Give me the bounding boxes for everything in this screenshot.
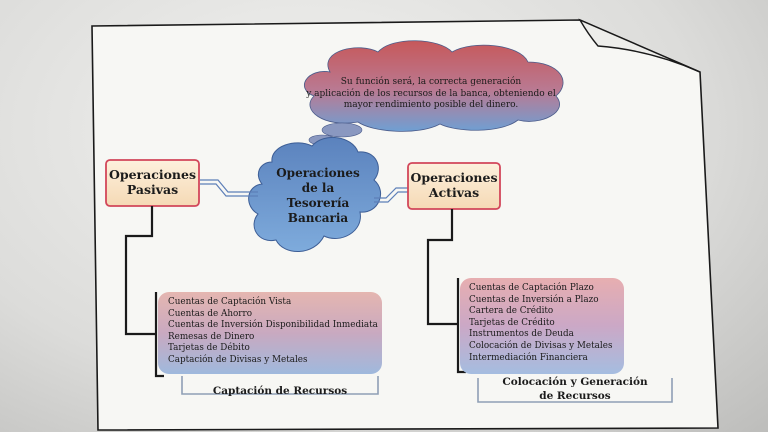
list-item: Cuentas de Inversión Disponibilidad Inme…	[168, 320, 378, 331]
list-item: Cuentas de Ahorro	[168, 308, 253, 319]
center-cloud-label: Operaciones de la Tesorería Bancaria	[256, 166, 380, 226]
paper-fold	[578, 18, 701, 73]
center-cloud	[248, 137, 381, 253]
thought-bubble-text: Su función será, la correcta generación …	[300, 77, 562, 112]
right-box-line: Operaciones	[410, 170, 498, 185]
list-item: Cuentas de Inversión a Plazo	[469, 294, 599, 305]
list-item: Colocación de Divisas y Metales	[469, 340, 613, 351]
list-item: Captación de Divisas y Metales	[168, 354, 308, 365]
left-box-label: Operaciones Pasivas	[106, 167, 199, 197]
left-box-line: Pasivas	[126, 182, 179, 197]
caption-bracket-left	[181, 376, 379, 395]
list-item: Intermediación Financiera	[469, 352, 588, 363]
thought-line: mayor rendimiento posible del dinero.	[343, 100, 519, 110]
thought-line: Su función será, la correcta generación	[340, 77, 522, 87]
right-box	[407, 162, 501, 210]
left-list-panel	[158, 292, 382, 374]
cloud-line: Operaciones	[276, 166, 360, 180]
right-list-panel	[460, 278, 624, 374]
cloud-line: Bancaria	[287, 211, 349, 225]
cloud-line: de la	[301, 181, 335, 195]
list-item: Tarjetas de Crédito	[469, 317, 555, 328]
right-list: Cuentas de Captación Plazo Cuentas de In…	[469, 283, 621, 364]
list-item: Remesas de Dinero	[168, 331, 255, 342]
left-list: Cuentas de Captación Vista Cuentas de Ah…	[168, 297, 380, 367]
thought-line: y aplicación de los recursos de la banca…	[306, 88, 556, 99]
left-caption: Captación de Recursos	[212, 385, 348, 397]
cloud-line: Tesorería	[286, 196, 350, 210]
right-caption-line: de Recursos	[539, 390, 611, 402]
connector-right	[374, 187, 410, 203]
list-item: Cuentas de Captación Plazo	[469, 283, 594, 293]
left-box-line: Operaciones	[108, 167, 197, 182]
list-item: Cuentas de Captación Vista	[168, 297, 292, 307]
right-box-label: Operaciones Activas	[408, 170, 500, 200]
list-item: Cartera de Crédito	[469, 306, 554, 317]
caption-bracket-right	[477, 378, 673, 403]
list-item: Tarjetas de Débito	[168, 343, 250, 354]
tree-lines-right	[426, 209, 466, 374]
tree-lines-left	[124, 206, 164, 378]
right-box-line: Activas	[428, 185, 480, 200]
right-caption: Colocación y Generación de Recursos	[478, 375, 672, 403]
connector-left	[200, 179, 258, 197]
list-item: Instrumentos de Deuda	[469, 329, 574, 340]
right-caption-line: Colocación y Generación	[502, 376, 648, 388]
